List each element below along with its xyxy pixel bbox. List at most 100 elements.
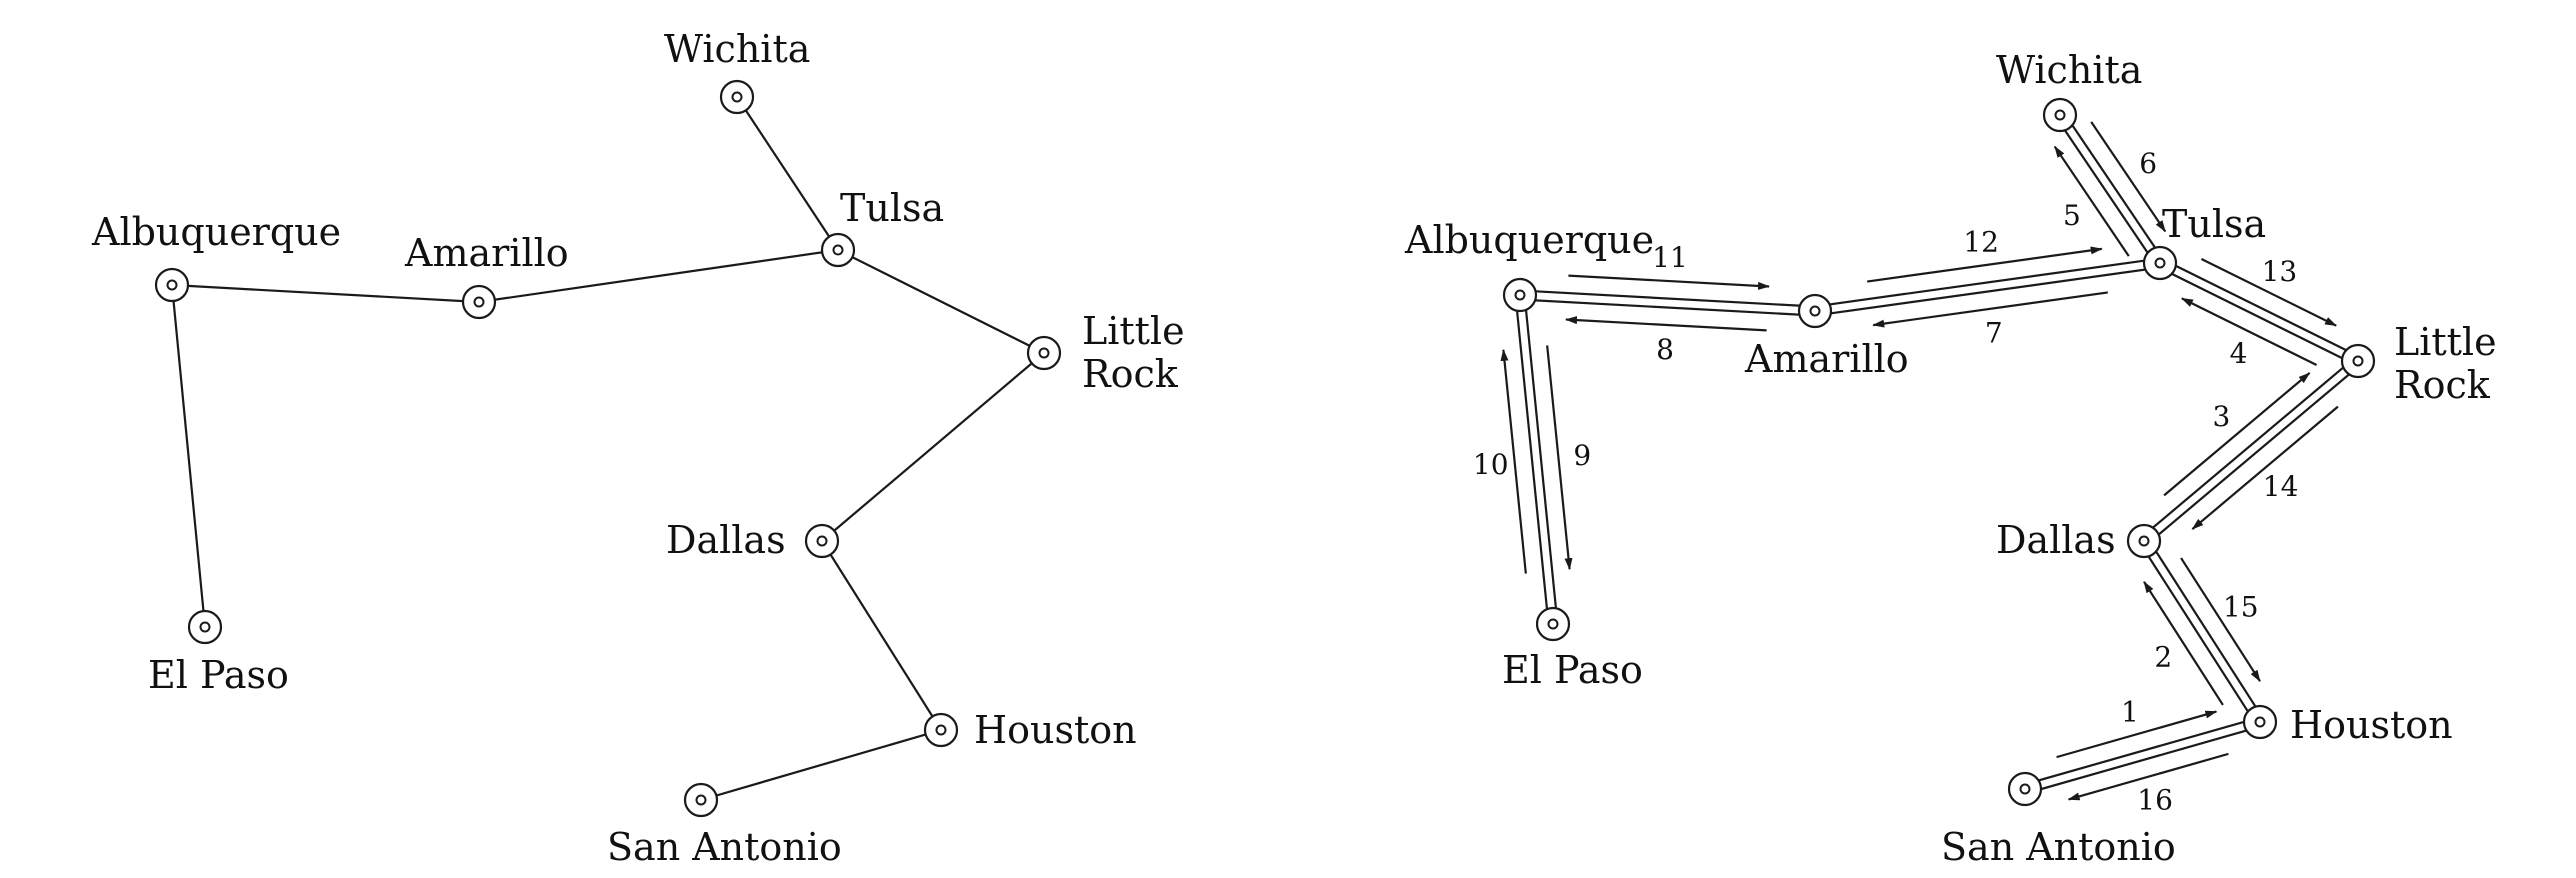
traversal-step-11: 11 [1652, 241, 1688, 274]
traversal-arrow-15 [2180, 557, 2261, 683]
right-node-houston [2242, 704, 2278, 740]
right-node-dallas [2126, 523, 2162, 559]
right-node-wichita [2042, 97, 2078, 133]
left-node-houston [923, 712, 959, 748]
traversal-step-6: 6 [2139, 147, 2157, 180]
double-edge-houston-san_antonio-2 [2023, 716, 2260, 786]
double-edge-tulsa-wichita-2 [2055, 116, 2158, 267]
city-label-tulsa: Tulsa [840, 186, 944, 230]
traversal-step-14: 14 [2263, 470, 2299, 503]
left-tree-edges [170, 96, 1045, 802]
city-label-little-rock-1-right: Little [2394, 320, 2497, 364]
traversal-step-10: 10 [1473, 448, 1509, 481]
double-edge-tulsa-wichita-1 [2062, 111, 2165, 262]
traversal-arrow-14 [2191, 405, 2339, 530]
left-node-amarillo [461, 284, 497, 320]
tree-edge-dallas-houston [821, 540, 942, 731]
traversal-arrow-16 [2067, 752, 2229, 801]
left-node-albuquerque [154, 267, 190, 303]
left-node-tulsa [820, 232, 856, 268]
tree-edge-wichita-tulsa [736, 96, 839, 251]
traversal-arrow-2 [2143, 580, 2224, 706]
traversal-arrow-12 [1867, 246, 2103, 283]
traversal-step-5: 5 [2063, 199, 2081, 232]
traversal-step-16: 16 [2137, 784, 2173, 817]
left-node-little-rock [1026, 335, 1062, 371]
double-edge-houston-san_antonio-1 [2025, 725, 2262, 795]
traversal-step-12: 12 [1963, 225, 1999, 258]
city-label-amarillo: Amarillo [404, 231, 569, 275]
right-node-amarillo [1797, 293, 1833, 329]
traversal-step-9: 9 [1573, 439, 1591, 472]
city-label-little-rock-2-right: Rock [2394, 363, 2491, 407]
tree-edge-tulsa-little_rock [837, 249, 1045, 354]
right-tree-nodes [1502, 97, 2376, 807]
right-node-little-rock [2340, 343, 2376, 379]
double-edge-albuquerque-amarillo-2 [1519, 298, 1815, 317]
double-edge-albuquerque-el_paso-1 [1514, 295, 1550, 625]
traversal-arrows [1500, 121, 2339, 801]
right-node-albuquerque [1502, 277, 1538, 313]
double-edge-dallas-houston-2 [2139, 542, 2258, 726]
city-label-el-paso-right: El Paso [1502, 648, 1643, 692]
traversal-step-15: 15 [2223, 591, 2259, 624]
city-label-el-paso: El Paso [148, 653, 289, 697]
right-tree-edges [1514, 111, 2362, 795]
city-label-dallas: Dallas [666, 518, 786, 562]
traversal-arrow-10 [1500, 348, 1527, 574]
traversal-step-7: 7 [1985, 317, 2003, 350]
city-label-little-rock-2: Rock [1082, 352, 1179, 396]
city-label-houston-right: Houston [2290, 703, 2453, 747]
traversal-arrow-5 [2053, 145, 2130, 257]
traversal-arrow-3 [2163, 372, 2311, 497]
traversal-arrow-1 [2056, 710, 2218, 759]
double-edge-little_rock-tulsa-1 [2161, 257, 2361, 358]
city-label-houston: Houston [974, 708, 1137, 752]
traversal-step-2: 2 [2154, 640, 2172, 673]
traversal-arrow-13 [2200, 257, 2337, 327]
left-node-san-antonio [683, 782, 719, 818]
double-edge-amarillo-tulsa-1 [1814, 257, 2160, 308]
left-node-el-paso [187, 609, 223, 645]
traversal-step-13: 13 [2262, 255, 2298, 288]
city-label-albuquerque: Albuquerque [91, 210, 341, 254]
left-node-wichita [719, 79, 755, 115]
traversal-step-3: 3 [2212, 400, 2230, 433]
tree-edge-houston-san_antonio [700, 728, 942, 802]
city-label-amarillo-right: Amarillo [1744, 337, 1909, 381]
traversal-arrow-11 [1568, 274, 1770, 290]
tree-edge-amarillo-albuquerque [171, 283, 480, 304]
traversal-arrow-7 [1872, 291, 2108, 328]
left-tree-nodes [154, 79, 1062, 818]
traversal-arrow-8 [1565, 316, 1767, 332]
traversal-step-1: 1 [2121, 695, 2139, 728]
tree-edge-tulsa-amarillo [478, 248, 839, 304]
double-edge-little_rock-tulsa-2 [2157, 266, 2357, 367]
traversal-step-8: 8 [1656, 333, 1674, 366]
right-node-san-antonio [2007, 771, 2043, 807]
double-edge-dallas-little_rock-2 [2140, 356, 2356, 539]
double-edge-dallas-little_rock-1 [2146, 363, 2362, 546]
traversal-step-4: 4 [2230, 337, 2248, 370]
double-edge-amarillo-tulsa-2 [1815, 266, 2161, 317]
city-label-albuquerque-right: Albuquerque [1404, 218, 1654, 262]
tree-edge-albuquerque-el_paso [170, 284, 207, 628]
left-tree-panel: Wichita Tulsa Albuquerque Amarillo Littl… [91, 27, 1185, 869]
left-node-dallas [804, 523, 840, 559]
double-edge-albuquerque-amarillo-1 [1520, 289, 1816, 308]
city-label-wichita-right: Wichita [1996, 48, 2142, 92]
traversal-arrow-6 [2090, 121, 2167, 233]
double-edge-albuquerque-el_paso-2 [1523, 294, 1559, 624]
tree-edge-little_rock-dallas [821, 352, 1045, 542]
traversal-arrow-9 [1546, 345, 1573, 571]
double-edge-dallas-houston-1 [2146, 537, 2265, 721]
city-label-san-antonio: San Antonio [607, 825, 842, 869]
city-label-little-rock-1: Little [1082, 309, 1185, 353]
city-label-san-antonio-right: San Antonio [1941, 825, 2176, 869]
city-label-dallas-right: Dallas [1996, 518, 2116, 562]
traversal-arrow-4 [2181, 297, 2318, 367]
right-node-el-paso [1535, 606, 1571, 642]
